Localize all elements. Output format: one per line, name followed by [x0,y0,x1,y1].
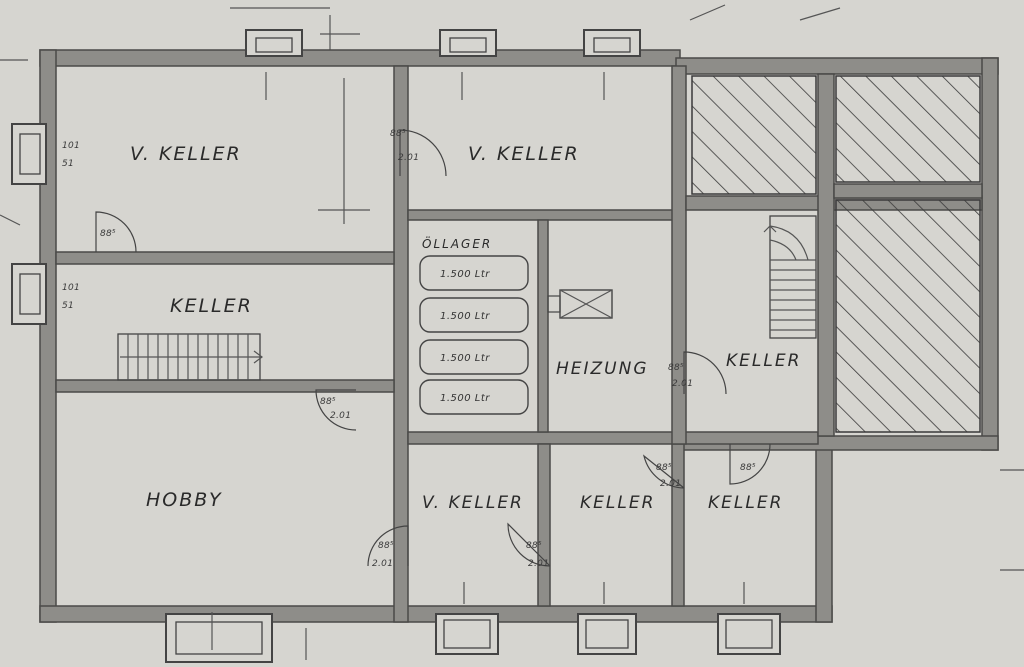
door-label-2: 88⁵ [100,229,116,239]
window-label-left-2b: 51 [62,301,74,311]
room-label-keller-south-1: KELLER [580,493,655,513]
windows [11,29,781,663]
door-label-1b: 2.01 [398,153,419,163]
outer-walls [39,49,999,623]
door-label-6: 88⁵ [526,541,542,551]
paper-marks [0,4,1024,571]
tank-labels: 1.500 Ltr 1.500 Ltr 1.500 Ltr 1.500 Ltr [440,269,490,404]
tank-label-2: 1.500 Ltr [440,311,490,322]
window-labels: 101 51 101 51 [62,141,80,311]
stairs-west [117,333,263,381]
dimension-lines [211,33,745,660]
door-label-8: 88⁵ [740,463,756,473]
door-labels: 88⁵ 2.01 88⁵ 88⁵ 2.01 88⁵ 2.01 88⁵ 2.01 … [100,129,756,569]
door-label-4b: 2.01 [672,379,693,389]
door-label-1: 88⁵ [390,129,406,139]
room-label-v-keller-3: V. KELLER [422,493,524,513]
room-labels: V. KELLER V. KELLER KELLER HOBBY ÖLLAGER… [130,143,801,513]
door-label-3: 88⁵ [320,397,336,407]
inner-walls [55,65,983,623]
door-label-5b: 2.01 [372,559,393,569]
room-label-hobby: HOBBY [146,489,223,511]
door-label-7: 88⁵ [656,463,672,473]
room-label-keller-stair: KELLER [726,351,801,371]
room-label-v-keller-1: V. KELLER [130,143,242,165]
tank-label-3: 1.500 Ltr [440,353,490,364]
door-label-3b: 2.01 [330,411,351,421]
door-label-5: 88⁵ [378,541,394,551]
door-label-4: 88⁵ [668,363,684,373]
door-label-6b: 2.01 [528,559,549,569]
doors [95,129,771,567]
room-label-v-keller-2: V. KELLER [468,143,580,165]
room-label-keller-south-2: KELLER [708,493,783,513]
door-label-7b: 2.01 [660,479,681,489]
window-label-left-1: 101 [62,141,80,151]
boiler [547,289,613,319]
window-label-left-2: 101 [62,283,80,293]
window-label-left-1b: 51 [62,159,74,169]
hatched-areas [691,75,981,433]
tank-label-4: 1.500 Ltr [440,393,490,404]
tank-label-1: 1.500 Ltr [440,269,490,280]
room-label-heizung: HEIZUNG [556,359,649,379]
stairs-east [763,215,817,339]
room-label-oellager: ÖLLAGER [422,235,492,251]
oil-tanks [419,255,529,415]
room-label-keller-west: KELLER [170,295,253,317]
